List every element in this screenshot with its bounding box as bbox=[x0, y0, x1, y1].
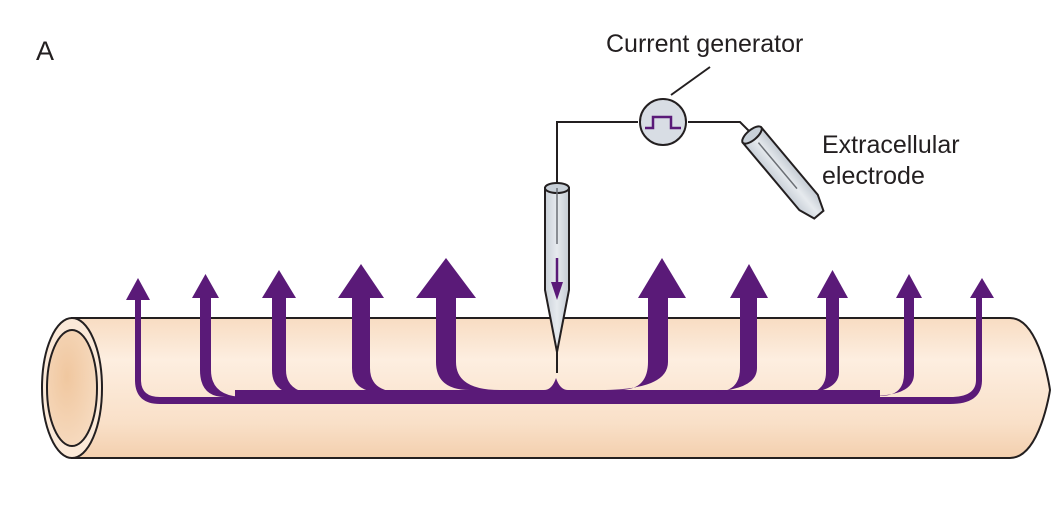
square-pulse-icon bbox=[645, 115, 681, 130]
current-generator-label: Current generator bbox=[606, 30, 803, 58]
axon bbox=[41, 317, 1052, 459]
arrowhead-right-1 bbox=[638, 258, 686, 298]
current-branch-right-2 bbox=[700, 298, 757, 392]
wires bbox=[556, 66, 753, 186]
current-branch-right-4 bbox=[870, 298, 914, 396]
leader-line bbox=[670, 66, 711, 96]
current-flow bbox=[126, 258, 994, 404]
arrowhead-right-3 bbox=[817, 270, 848, 298]
extracellular-electrode-label-line1: Extracellular bbox=[822, 131, 960, 159]
current-branch-right-1 bbox=[600, 298, 668, 390]
arrowhead-left-3 bbox=[262, 270, 296, 298]
axon-lumen bbox=[46, 329, 98, 447]
current-branch-left-1 bbox=[135, 300, 141, 340]
current-generator bbox=[639, 98, 687, 146]
arrowhead-right-5 bbox=[970, 278, 994, 298]
injection-arrow-icon bbox=[551, 282, 563, 300]
current-branch-left-5 bbox=[436, 298, 500, 390]
current-trunk bbox=[135, 340, 982, 404]
current-branch-left-2 bbox=[200, 298, 245, 397]
arrowhead-left-5 bbox=[416, 258, 476, 298]
current-branch-right-3 bbox=[790, 298, 839, 394]
intracellular-electrode bbox=[544, 182, 570, 373]
wire-to-extracellular bbox=[688, 121, 753, 135]
arrowhead-left-1 bbox=[126, 278, 150, 300]
extracellular-electrode bbox=[741, 125, 825, 220]
arrowhead-left-2 bbox=[192, 274, 219, 298]
wire-to-intracellular bbox=[556, 121, 638, 186]
arrowhead-right-2 bbox=[730, 264, 768, 298]
extracellular-electrode-label-line2: electrode bbox=[822, 162, 925, 190]
arrowhead-left-4 bbox=[338, 264, 384, 298]
arrowhead-right-4 bbox=[896, 274, 922, 298]
current-branch-left-3 bbox=[272, 298, 320, 394]
panel-label: A bbox=[36, 36, 54, 66]
current-branch-left-4 bbox=[352, 298, 400, 392]
